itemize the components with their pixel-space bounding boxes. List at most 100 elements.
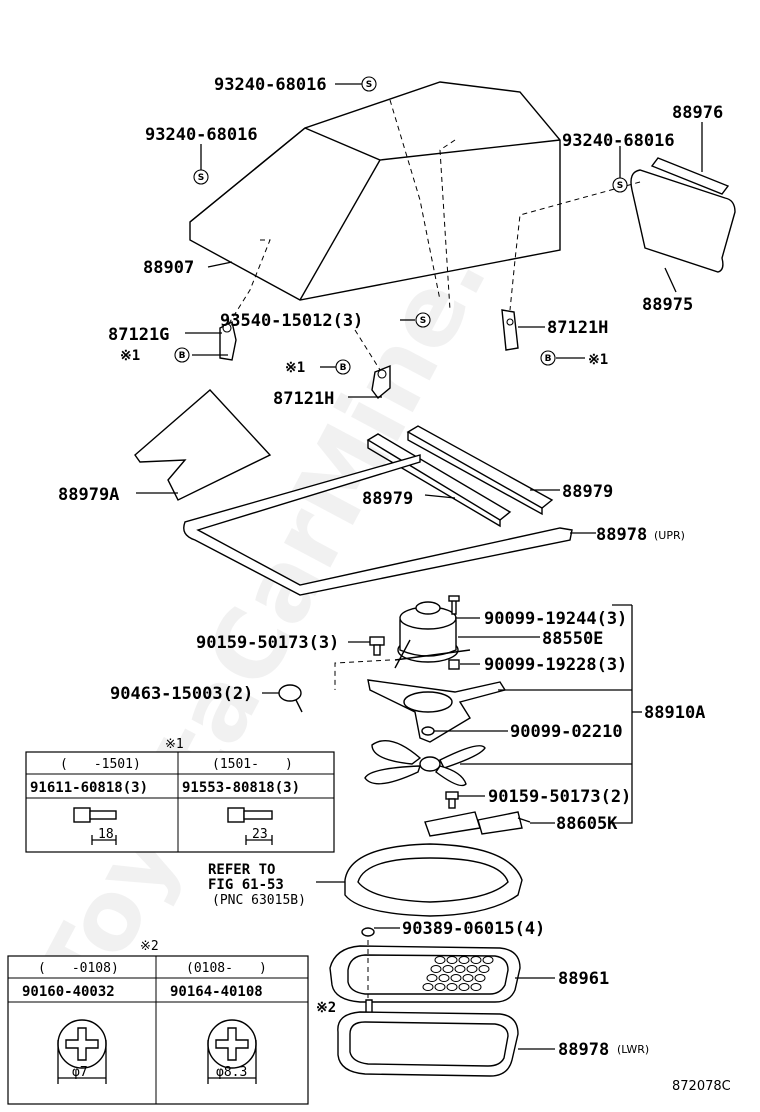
s-mark-1: S — [361, 76, 377, 92]
svg-text:B: B — [545, 354, 552, 364]
table1-col2-range: (1501- ) — [212, 757, 293, 772]
table-note2: ※2 ( -0108) (0108- ) 90160-40032 90164-4… — [7, 939, 309, 1105]
table2-col2-range: (0108- ) — [186, 961, 267, 976]
vent-hole — [474, 974, 486, 982]
s-mark-2: S — [193, 169, 209, 185]
bracket-87121H-center — [371, 364, 391, 400]
bracket-87121G — [219, 320, 237, 361]
label-88976: 88976 — [672, 103, 723, 123]
vent-hole — [466, 965, 478, 973]
label-88979A: 88979A — [58, 485, 119, 505]
label-90389-06015: 90389-06015(4) — [402, 919, 545, 939]
screw-head-90164-icon — [207, 1019, 257, 1084]
vent-hole — [430, 965, 442, 973]
fan-motor-88550E — [394, 601, 471, 669]
gasket-88978-upr — [183, 454, 573, 596]
svg-text:S: S — [366, 80, 372, 90]
label-90463-15003: 90463-15003(2) — [110, 684, 253, 704]
label-90159-50173-3: 90159-50173(3) — [196, 633, 339, 653]
refer-line-3: (PNC 63015B) — [212, 893, 306, 908]
label-88961: 88961 — [558, 969, 609, 989]
label-90099-19228: 90099-19228(3) — [484, 655, 627, 675]
b-mark-3: B — [335, 359, 351, 375]
table2-mark: ※2 — [140, 939, 159, 954]
table2-col2-part: 90164-40108 — [170, 984, 263, 1000]
label-88550E: 88550E — [542, 629, 603, 649]
vent-hole — [446, 956, 458, 964]
mount-ring — [344, 843, 523, 917]
table-note1: ※1 ( -1501) (1501- ) 91611-60818(3) 9155… — [25, 737, 335, 853]
label-93540-15012: 93540-15012(3) — [220, 311, 363, 331]
note1-mark-center: ※1 — [285, 360, 305, 376]
part-labels: 93240-68016 93240-68016 93240-68016 8897… — [58, 75, 731, 1094]
table2-col2-dim: φ8.3 — [216, 1065, 247, 1080]
nut-90099-19228 — [448, 659, 460, 670]
vent-hole — [462, 974, 474, 982]
vent-hole — [450, 974, 462, 982]
bolt-91611-icon — [73, 807, 117, 845]
label-93240-68016-top: 93240-68016 — [214, 75, 327, 95]
washer-90099-02210 — [421, 726, 435, 736]
svg-text:B: B — [340, 363, 347, 373]
note2-mark: ※2 — [316, 1000, 336, 1016]
note1-mark-left: ※1 — [120, 348, 140, 364]
label-88910A: 88910A — [644, 703, 705, 723]
vent-hole — [434, 956, 446, 964]
circle-marks: S S S S B B B — [174, 76, 628, 375]
svg-text:B: B — [179, 351, 186, 361]
label-93240-68016-left: 93240-68016 — [145, 125, 258, 145]
label-93240-68016-right: 93240-68016 — [562, 131, 675, 151]
bolt-90159-50173-lower — [445, 791, 459, 809]
vent-hole — [458, 956, 470, 964]
label-88978-upr-suffix: (UPR) — [654, 529, 685, 542]
label-88978-lwr-suffix: (LWR) — [617, 1043, 649, 1056]
label-88979-right: 88979 — [562, 482, 613, 502]
label-88978-upr: 88978 — [596, 525, 647, 545]
table1-col1-range: ( -1501) — [60, 757, 141, 772]
vent-hole — [442, 965, 454, 973]
label-88907: 88907 — [143, 258, 194, 278]
seal-88976 — [650, 157, 730, 195]
table2-col1-dim: φ7 — [72, 1065, 88, 1080]
figure-code: 872078C — [672, 1079, 731, 1094]
label-90099-19244: 90099-19244(3) — [484, 609, 627, 629]
refer-line-2: FIG 61-53 — [208, 877, 284, 893]
strip-88979-left — [366, 433, 512, 528]
svg-text:S: S — [198, 173, 204, 183]
vent-hole — [470, 983, 482, 991]
vent-hole — [478, 965, 490, 973]
fan-bracket — [367, 679, 507, 743]
screw-90099-19244 — [448, 595, 460, 615]
vent-hole — [454, 965, 466, 973]
vent-hole — [470, 956, 482, 964]
table2-col1-part: 90160-40032 — [22, 984, 115, 1000]
vent-hole — [422, 983, 434, 991]
table1-col1-part: 91611-60818(3) — [30, 780, 148, 796]
note1-mark-right: ※1 — [588, 352, 608, 368]
label-88978-lwr: 88978 — [558, 1040, 609, 1060]
s-mark-4: S — [415, 312, 431, 328]
fan-blade — [364, 740, 486, 787]
label-88975: 88975 — [642, 295, 693, 315]
label-87121G: 87121G — [108, 325, 169, 345]
label-90099-02210: 90099-02210 — [510, 722, 623, 742]
label-90159-50173-2: 90159-50173(2) — [488, 787, 631, 807]
vent-hole — [446, 983, 458, 991]
screw-90389-06015 — [361, 927, 375, 937]
grille-vents — [422, 956, 494, 991]
label-87121H-right: 87121H — [547, 318, 608, 338]
b-mark-2: B — [540, 350, 556, 366]
table2-col1-range: ( -0108) — [38, 961, 119, 976]
bolt-90159-50173-upper — [369, 636, 385, 656]
vent-hole — [458, 983, 470, 991]
table1-col2-dim: 23 — [252, 827, 268, 842]
table1-col2-part: 91553-80818(3) — [182, 780, 300, 796]
b-mark-1: B — [174, 347, 190, 363]
vent-hole — [434, 983, 446, 991]
label-88979-left: 88979 — [362, 489, 413, 509]
grille-88961 — [329, 945, 521, 1003]
bracket-87121H-right — [501, 309, 519, 351]
cover-88907 — [189, 81, 561, 326]
label-88605K: 88605K — [556, 814, 618, 834]
